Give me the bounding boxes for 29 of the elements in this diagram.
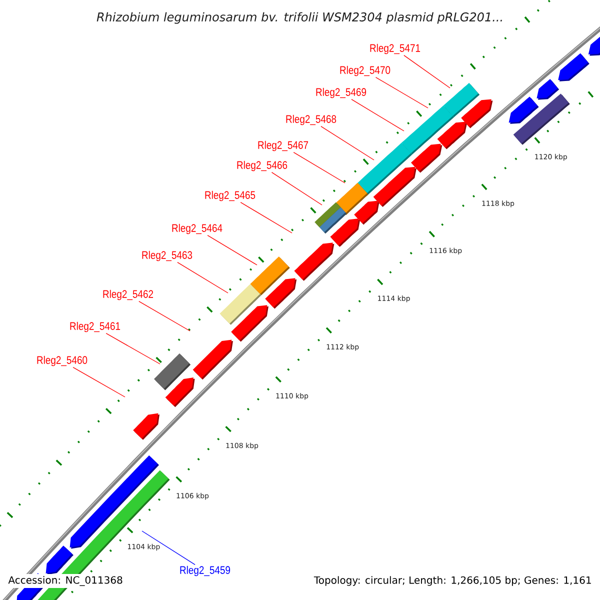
map-title: Rhizobium leguminosarum bv. trifolii WSM2304 plasmid pRLG201...: [96, 12, 502, 24]
gene-label: Rleg2_5468: [286, 114, 336, 126]
gene-label: Rleg2_5465: [205, 190, 256, 202]
leader-line: [375, 76, 428, 108]
leader-line: [293, 152, 346, 184]
leader-line: [106, 332, 160, 364]
leader-line: [177, 262, 228, 294]
gene-label: Rleg2_5471: [370, 44, 420, 54]
leader-line: [320, 126, 374, 160]
gene-label: Rleg2_5461: [70, 322, 120, 332]
leader-line: [207, 234, 258, 266]
gene-label: Rleg2_5464: [172, 224, 222, 234]
gene-label: Rleg2_5469: [316, 88, 366, 98]
leader-line: [351, 98, 404, 132]
leader-line: [72, 366, 126, 398]
gene-label: Rleg2_5462: [103, 290, 154, 300]
leader-line: [404, 54, 450, 88]
gene-label: Rleg2_5459: [180, 566, 230, 576]
gene-label: Rleg2_5467: [258, 140, 308, 152]
gene-label: Rleg2_5470: [340, 66, 390, 76]
leader-line: [271, 172, 322, 206]
accession-text: Accession: NC_011368: [6, 574, 125, 588]
summary-text: Topology: circular; Length: 1,266,105 bp; Genes: 1,161: [312, 574, 594, 588]
leader-line: [240, 202, 292, 234]
gene-label: Rleg2_5460: [37, 356, 88, 366]
gene-label: Rleg2_5463: [142, 250, 192, 262]
leader-line: [138, 300, 190, 332]
gene-label: Rleg2_5466: [237, 160, 288, 172]
leader-line: [142, 530, 196, 566]
